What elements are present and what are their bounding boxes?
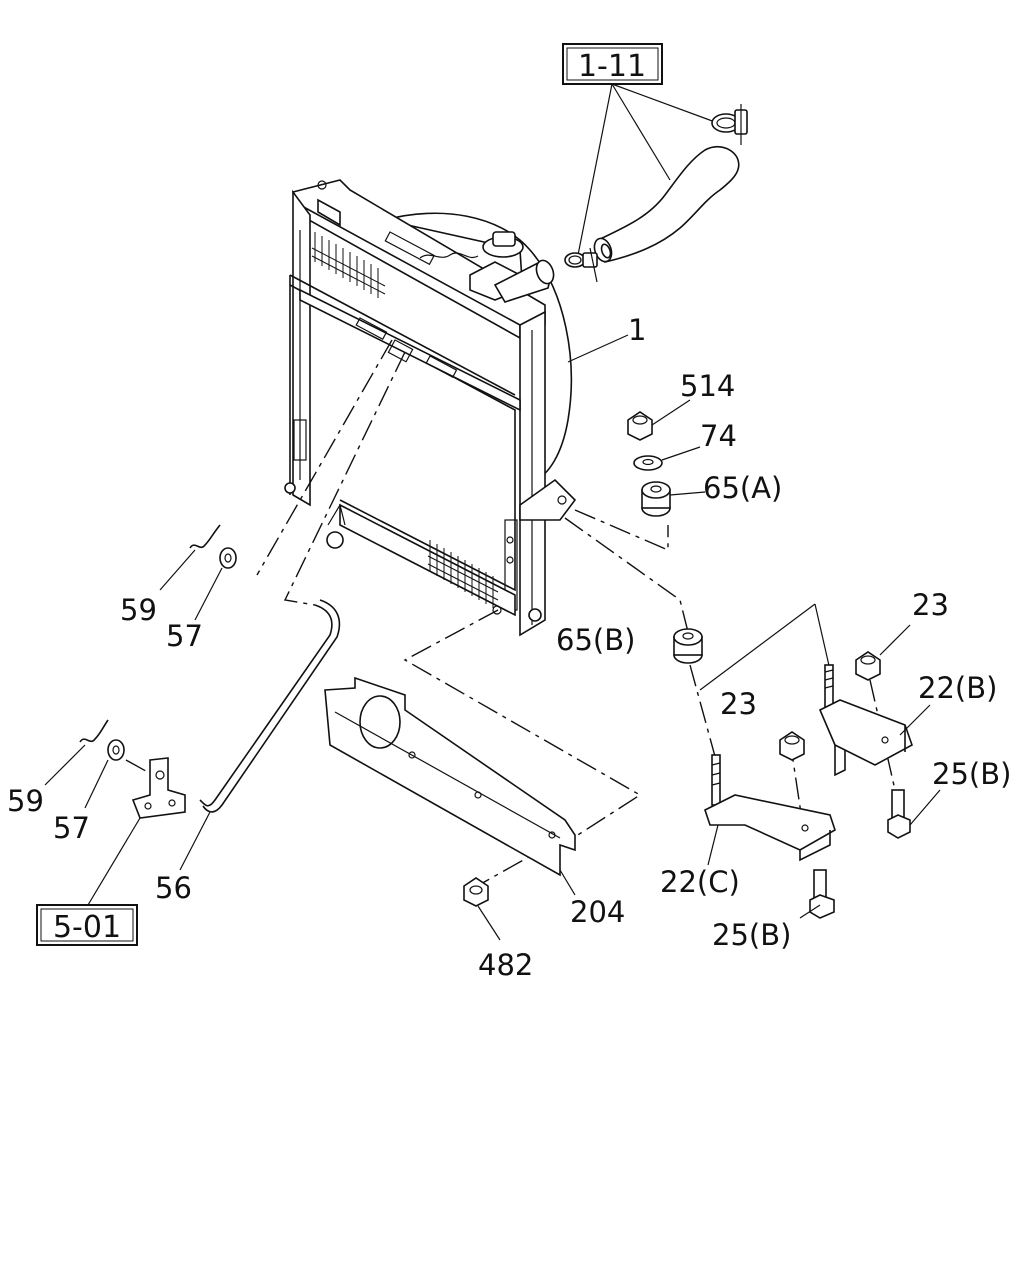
- label-23a: 23: [912, 588, 949, 622]
- nut-23-lower: [779, 731, 805, 761]
- label-204: 204: [570, 895, 625, 929]
- ref-text-1-11: 1-11: [578, 49, 646, 84]
- label-25b-2: 25(B): [712, 918, 791, 952]
- bracket-guide-lines: [699, 603, 831, 691]
- leader-lines-1-11: [577, 83, 716, 256]
- label-59a: 59: [120, 593, 157, 627]
- nut-482: [463, 877, 501, 941]
- label-59b: 59: [7, 784, 44, 818]
- radiator[interactable]: [284, 179, 577, 637]
- part-labels: 1 514 74 65(A) 65(B) 23 22(B) 23 25(B) 2…: [7, 313, 1011, 982]
- rubber-cushion-65a: [641, 481, 706, 517]
- label-23b: 23: [720, 687, 757, 721]
- label-1: 1: [628, 313, 646, 347]
- label-74: 74: [700, 419, 737, 453]
- bracket-22c: [704, 754, 836, 862]
- ref-box-1-11[interactable]: 1-11: [562, 43, 663, 85]
- label-514: 514: [680, 369, 735, 403]
- washer-74: [633, 446, 701, 471]
- leader-1: [567, 334, 629, 363]
- clip-59-lower: [44, 719, 109, 786]
- label-57a: 57: [166, 619, 203, 653]
- hose-clamp-upper: [711, 104, 748, 145]
- label-22c: 22(C): [660, 865, 740, 899]
- leader-22b: [899, 704, 931, 736]
- upper-hose: [593, 145, 740, 263]
- nut-514: [627, 399, 691, 441]
- washer-57-lower: [84, 739, 125, 809]
- label-57b: 57: [53, 811, 90, 845]
- baffle-plate-204: [324, 676, 576, 896]
- ref-text-5-01: 5-01: [53, 910, 121, 945]
- washer-57-upper: [194, 547, 237, 621]
- bracket-22b: [818, 664, 913, 777]
- label-56: 56: [155, 871, 192, 905]
- label-65a: 65(A): [703, 471, 782, 505]
- ref-box-5-01[interactable]: 5-01: [36, 904, 138, 946]
- rubber-cushion-65b: [673, 628, 703, 664]
- label-25b-1: 25(B): [932, 757, 1011, 791]
- mount-bracket-5-01: [87, 757, 186, 906]
- overflow-hose-56: [179, 599, 341, 871]
- hose-clamp-lower: [564, 247, 598, 283]
- nut-23-upper: [855, 624, 911, 681]
- label-65b: 65(B): [556, 623, 635, 657]
- clip-59-upper: [159, 524, 221, 591]
- label-22b: 22(B): [918, 671, 997, 705]
- leader-22c: [707, 824, 719, 866]
- label-482: 482: [478, 948, 533, 982]
- bolt-25b-lower: [799, 869, 835, 919]
- bolt-25b-upper: [887, 789, 941, 839]
